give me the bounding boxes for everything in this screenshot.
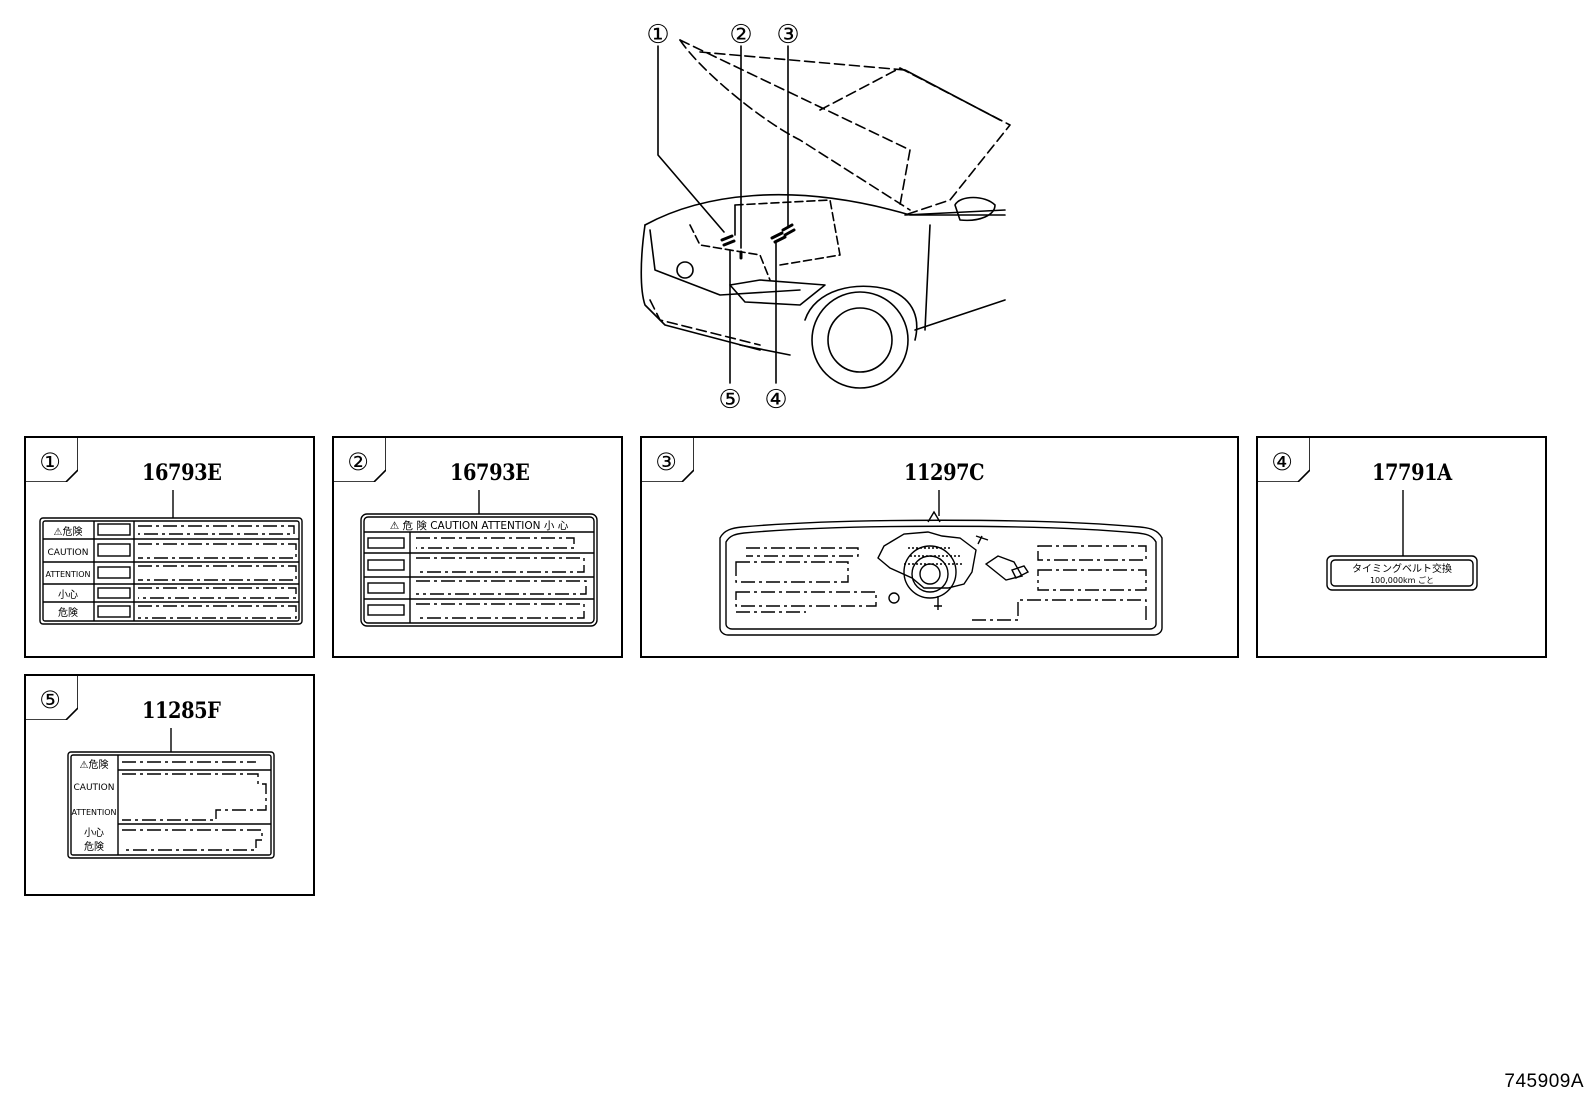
panel-callout: ⑤: [39, 686, 61, 714]
label-panel-1: ① 16793E: [24, 436, 315, 658]
panel-callout: ②: [347, 448, 369, 476]
timing-belt-text: タイミングベルト交換: [1352, 562, 1452, 575]
interval-text: 100,000km ごと: [1370, 575, 1434, 585]
label-drawing: [719, 490, 1163, 636]
panel-callout: ①: [39, 448, 61, 476]
label-header: ⚠ 危 険 CAUTION ATTENTION 小 心: [390, 520, 569, 532]
label-row-xiaoxin: 小心: [84, 827, 104, 839]
label-row-danger: ⚠危険: [54, 526, 83, 538]
panel-callout: ③: [655, 448, 677, 476]
callout-badge: ②: [334, 438, 386, 482]
callout-badge: ③: [642, 438, 694, 482]
callout-badge: ①: [26, 438, 78, 482]
overview-callout-4: ④: [764, 385, 787, 415]
part-number: 11285F: [142, 698, 221, 724]
label-row-caution: CAUTION: [48, 548, 89, 558]
vehicle-overview: ① ② ③ ⑤ ④: [640, 20, 1011, 415]
label-drawing: ⚠ 危 険 CAUTION ATTENTION 小 心: [360, 490, 598, 627]
label-drawing: タイミングベルト交換 100,000km ごと: [1326, 490, 1478, 591]
label-row-attention: ATTENTION: [45, 570, 90, 579]
overview-callout-2: ②: [729, 20, 752, 50]
part-number: 16793E: [142, 460, 222, 486]
label-panel-2: ② 16793E ⚠ 危 険 CAUTIO: [332, 436, 623, 658]
callout-badge: ⑤: [26, 676, 78, 720]
overview-callout-1: ①: [646, 20, 669, 50]
label-panel-5: ⑤ 11285F ⚠危険 CAUTION ATTENTION 小心 危険: [24, 674, 315, 896]
label-drawing: ⚠危険 CAUTION ATTENTION 小心 危険: [67, 728, 275, 859]
label-row-xiaoxin: 小心: [58, 589, 78, 601]
label-row-attention: ATTENTION: [71, 808, 116, 817]
label-row-weixian: 危険: [58, 607, 78, 619]
callout-badge: ④: [1258, 438, 1310, 482]
part-number: 11297C: [904, 460, 985, 486]
label-row-weixian: 危険: [84, 841, 104, 853]
part-number: 16793E: [450, 460, 530, 486]
overview-callout-5: ⑤: [718, 385, 741, 415]
label-row-caution: CAUTION: [74, 783, 115, 793]
part-number: 17791A: [1372, 460, 1452, 486]
panel-callout: ④: [1271, 448, 1293, 476]
label-panel-4: ④ 17791A タイミングベルト交換 100,000km ごと: [1256, 436, 1547, 658]
overview-callout-3: ③: [776, 20, 799, 50]
label-row-danger: ⚠危険: [80, 759, 109, 771]
label-panel-3: ③ 11297C: [640, 436, 1239, 658]
diagram-code: 745909A: [1504, 1071, 1584, 1092]
label-drawing: ⚠危険 CAUTION ATTENTION 小心 危険: [39, 490, 303, 625]
